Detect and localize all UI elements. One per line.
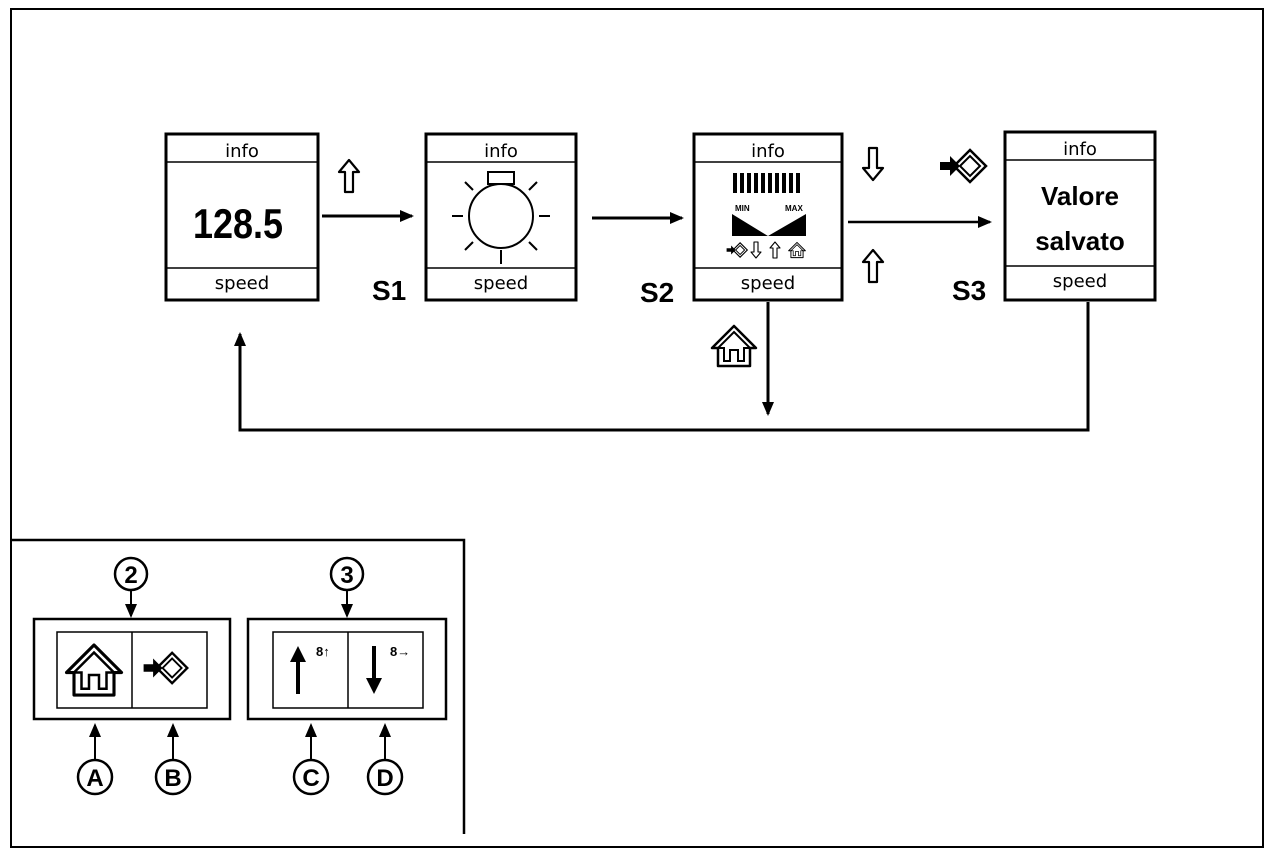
key-up-arrow-icon bbox=[290, 646, 306, 694]
step-label-s3: S3 bbox=[952, 275, 986, 306]
key-c-sub: 8↑ bbox=[316, 644, 330, 659]
saved-message-line1: Valore bbox=[1041, 181, 1119, 211]
max-label: MAX bbox=[785, 204, 803, 213]
screen-s2-bottom-label: speed bbox=[741, 273, 795, 294]
min-max-ramp bbox=[732, 214, 806, 236]
key-legend: 2 3 8↑ 8→ A B C D bbox=[10, 538, 466, 834]
screen-0-bottom-label: speed bbox=[215, 273, 269, 294]
step-label-s2: S2 bbox=[640, 277, 674, 308]
screen-0-top-label: info bbox=[225, 141, 259, 162]
screen-s1: info speed bbox=[424, 132, 578, 302]
screen-s3-bottom-label: speed bbox=[1053, 271, 1107, 292]
screen-0: info speed 128.5 bbox=[164, 132, 320, 302]
enter-icon bbox=[938, 148, 988, 184]
key-d-sub: 8→ bbox=[390, 644, 410, 659]
callout-c: C bbox=[302, 765, 319, 792]
min-label: MIN bbox=[735, 204, 750, 213]
callout-b: B bbox=[164, 765, 181, 792]
screen-s3-top-label: info bbox=[1063, 139, 1097, 160]
step-label-s1: S1 bbox=[372, 275, 406, 306]
home-icon bbox=[710, 324, 758, 368]
hollow-up-arrow-icon bbox=[337, 158, 361, 194]
hollow-up-arrow-icon bbox=[861, 248, 885, 284]
hollow-down-arrow-icon bbox=[861, 146, 885, 182]
saved-message-line2: salvato bbox=[1035, 226, 1125, 256]
group-3-label: 3 bbox=[340, 562, 353, 589]
screen-s1-top-label: info bbox=[484, 141, 518, 162]
group-2-label: 2 bbox=[124, 562, 137, 589]
speed-value: 128.5 bbox=[193, 200, 283, 247]
screen-s2: info speed MIN MAX bbox=[692, 132, 844, 302]
brightness-icon bbox=[452, 171, 550, 264]
screen-s3: info speed Valore salvato bbox=[1003, 130, 1157, 302]
key-down-arrow-icon bbox=[366, 646, 382, 694]
screen-s2-top-label: info bbox=[751, 141, 785, 162]
callout-a: A bbox=[86, 765, 103, 792]
screen-s1-bottom-label: speed bbox=[474, 273, 528, 294]
callout-d: D bbox=[376, 765, 393, 792]
flow-return-loop bbox=[234, 302, 1090, 432]
level-bars bbox=[733, 173, 800, 193]
